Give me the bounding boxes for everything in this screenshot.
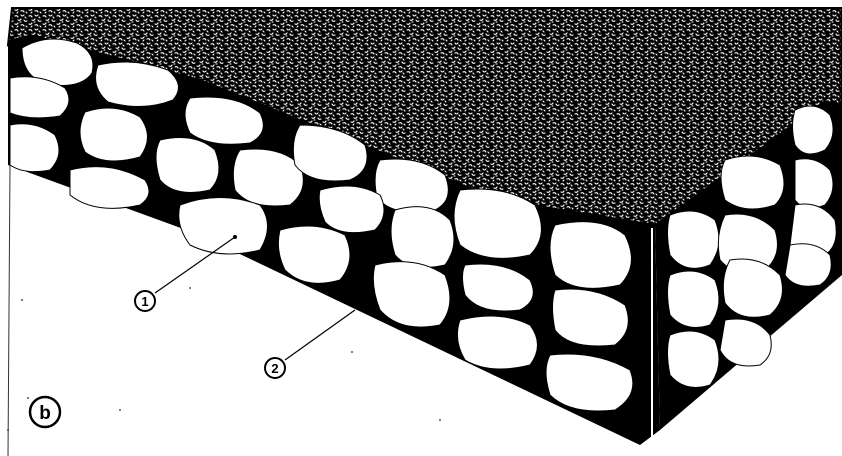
leader-line-2 (285, 310, 355, 360)
left-edge-line (8, 165, 10, 456)
leader-dot-1 (233, 235, 237, 239)
callout-2-label: 2 (271, 361, 278, 376)
panel-label: b (30, 397, 60, 427)
callout-1: 1 (135, 291, 155, 311)
callout-2: 2 (265, 358, 285, 378)
panel-label-text: b (39, 403, 51, 424)
callout-1-label: 1 (141, 294, 148, 309)
